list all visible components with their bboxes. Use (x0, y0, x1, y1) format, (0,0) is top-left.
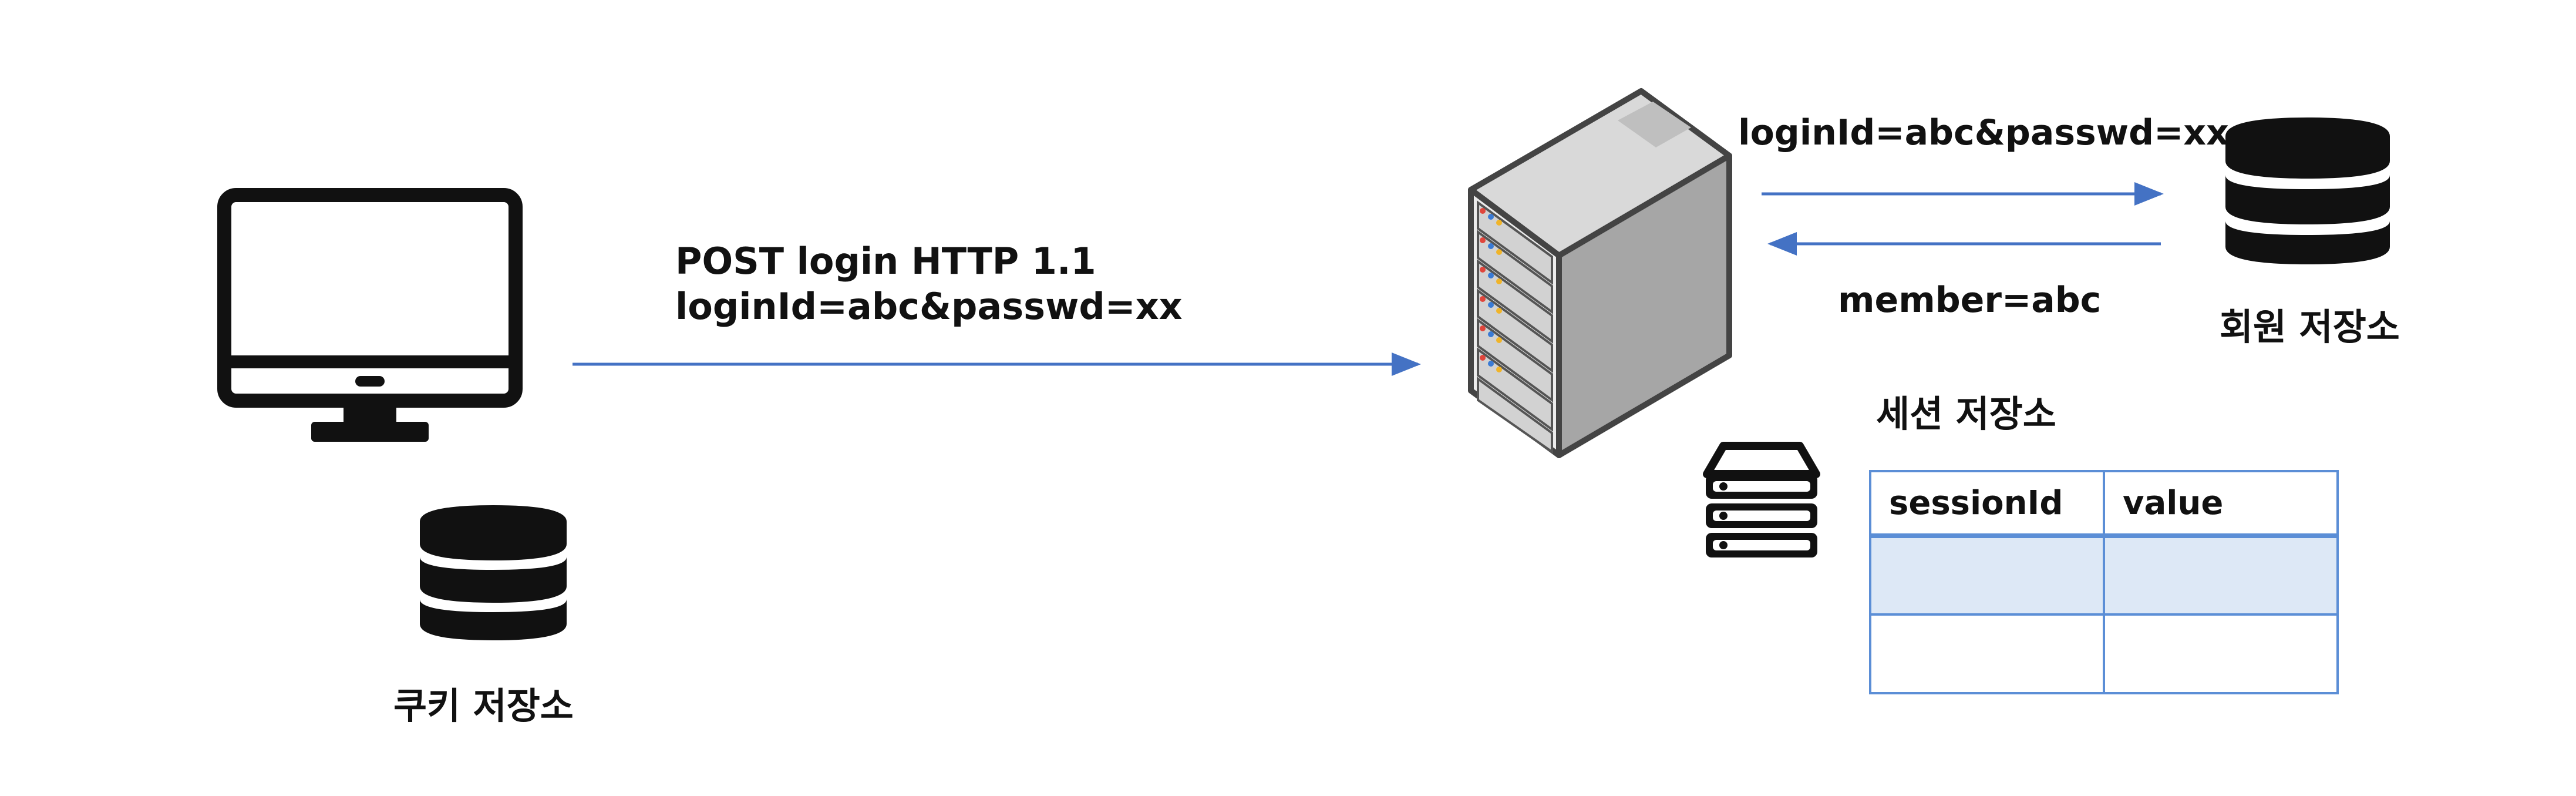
server-stack-icon (1703, 442, 1820, 557)
table-row (1869, 613, 2339, 694)
cookie-store-database-icon (420, 505, 567, 640)
session-id-cell (1869, 613, 2105, 694)
session-table: sessionId value (1869, 470, 2339, 694)
member-response-label: member=abc (1838, 280, 2102, 321)
monitor-icon (217, 188, 523, 442)
member-query-label: loginId=abc&passwd=xx (1738, 112, 2229, 153)
session-id-cell (1869, 535, 2105, 616)
session-store-label: 세션 저장소 (1876, 392, 2056, 435)
session-table-header-row: sessionId value (1869, 470, 2339, 538)
column-header-session-id: sessionId (1869, 470, 2105, 538)
request-line-label: POST login HTTP 1.1 (675, 240, 1096, 283)
server-rack-icon (1468, 88, 1732, 458)
member-store-label: 회원 저장소 (2220, 305, 2400, 348)
value-cell (2103, 613, 2339, 694)
table-row (1869, 535, 2339, 616)
server-drive-bays (1477, 200, 1553, 454)
request-body-label: loginId=abc&passwd=xx (675, 285, 1183, 328)
cookie-store-label: 쿠키 저장소 (393, 684, 574, 727)
value-cell (2103, 535, 2339, 616)
member-store-database-icon (2225, 117, 2390, 264)
column-header-value: value (2103, 470, 2339, 538)
